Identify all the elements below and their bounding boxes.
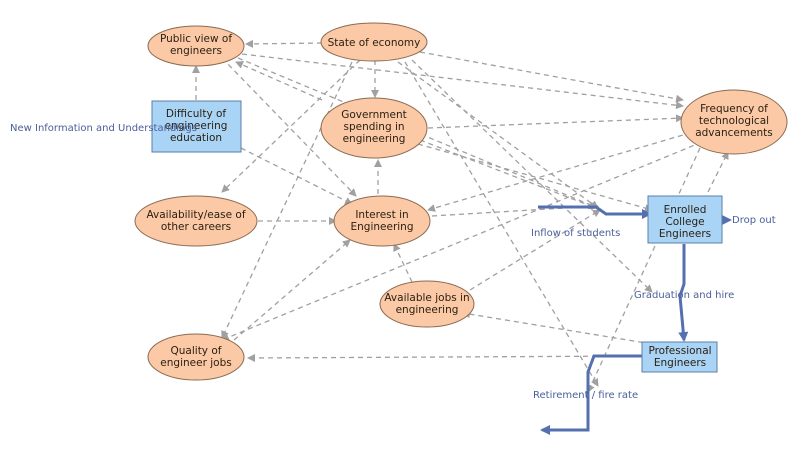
link-frequency-quality bbox=[221, 141, 703, 342]
link-availablejobs-interest bbox=[393, 243, 413, 283]
enrolled-line: College bbox=[665, 216, 704, 228]
link-economy-availability bbox=[221, 59, 361, 193]
quality-jobs-line: engineer jobs bbox=[160, 357, 231, 369]
link-availablejobs-inflow bbox=[469, 209, 601, 291]
link-economy-quality bbox=[221, 61, 353, 339]
availability-careers-line: Availability/ease of bbox=[146, 209, 245, 221]
enrolled-box bbox=[647, 195, 723, 244]
link-economy-frequency bbox=[419, 51, 684, 103]
link-publicview-inflow bbox=[237, 57, 599, 209]
link-govspending-publicview bbox=[235, 61, 323, 101]
difficulty-box bbox=[151, 100, 242, 153]
graduation-label: Graduation and hire bbox=[634, 290, 734, 301]
link-economy-retirement bbox=[404, 61, 599, 387]
quality-jobs-ellipse bbox=[147, 333, 245, 381]
graduation-arrow bbox=[678, 244, 689, 342]
inflow-label: Inflow of students bbox=[531, 228, 620, 239]
new-info-label: New Information and Understandings bbox=[10, 123, 197, 134]
difficulty-line: engineering bbox=[165, 120, 228, 132]
interest-line: Engineering bbox=[351, 221, 414, 233]
quality-jobs-line: Quality of bbox=[171, 345, 222, 357]
link-economy-publicview bbox=[245, 39, 323, 48]
difficulty-line: education bbox=[170, 132, 222, 144]
gov-spending-line: spending in bbox=[343, 121, 404, 133]
public-view-line: engineers bbox=[170, 45, 222, 57]
professional-line: Professional bbox=[648, 345, 711, 357]
availability-careers-ellipse bbox=[134, 195, 258, 247]
available-jobs-ellipse bbox=[379, 280, 475, 328]
inflow-arrow bbox=[538, 205, 652, 219]
interest-line: Interest in bbox=[355, 209, 408, 221]
link-professional-quality bbox=[247, 353, 643, 362]
state-economy-ellipse bbox=[320, 22, 428, 62]
link-enrolled-frequency bbox=[707, 151, 729, 193]
frequency-tech-ellipse bbox=[680, 89, 788, 155]
gov-spending-line: Government bbox=[341, 109, 406, 121]
available-jobs-line: Available jobs in bbox=[384, 292, 469, 304]
public-view-ellipse bbox=[147, 25, 245, 67]
link-govspending-enrolled bbox=[417, 143, 653, 212]
link-govspending-frequency bbox=[427, 114, 684, 129]
gov-spending-ellipse bbox=[320, 97, 428, 159]
dropout-label: Drop out bbox=[732, 215, 776, 226]
link-publicview-frequency bbox=[241, 53, 684, 110]
enrolled-line: Engineers bbox=[659, 228, 711, 240]
interest-ellipse bbox=[333, 195, 431, 247]
availability-careers-line: other careers bbox=[161, 221, 231, 233]
frequency-tech-line: Frequency of bbox=[700, 103, 768, 115]
gov-spending-line: engineering bbox=[343, 133, 406, 145]
public-view-line: Public view of bbox=[160, 33, 232, 45]
frequency-tech-line: advancements bbox=[695, 127, 773, 139]
state-economy-line: State of economy bbox=[328, 37, 421, 49]
retirement-arrow bbox=[540, 354, 644, 435]
link-frequency-interest bbox=[427, 129, 701, 212]
link-quality-interest bbox=[233, 239, 351, 341]
retirement-label: Retirement / fire rate bbox=[533, 390, 638, 401]
frequency-tech-line: technological bbox=[699, 115, 769, 127]
state-economy-label: State of economy bbox=[328, 37, 421, 49]
difficulty-line: Difficulty of bbox=[166, 108, 227, 120]
link-professional-availablejobs bbox=[462, 310, 653, 345]
available-jobs-line: engineering bbox=[396, 304, 459, 316]
enrolled-line: Enrolled bbox=[664, 204, 707, 216]
professional-line: Engineers bbox=[654, 357, 706, 369]
professional-box bbox=[641, 341, 718, 373]
flows bbox=[538, 205, 732, 435]
link-govspending-inflow bbox=[419, 139, 597, 210]
link-difficulty-interest bbox=[240, 147, 353, 205]
